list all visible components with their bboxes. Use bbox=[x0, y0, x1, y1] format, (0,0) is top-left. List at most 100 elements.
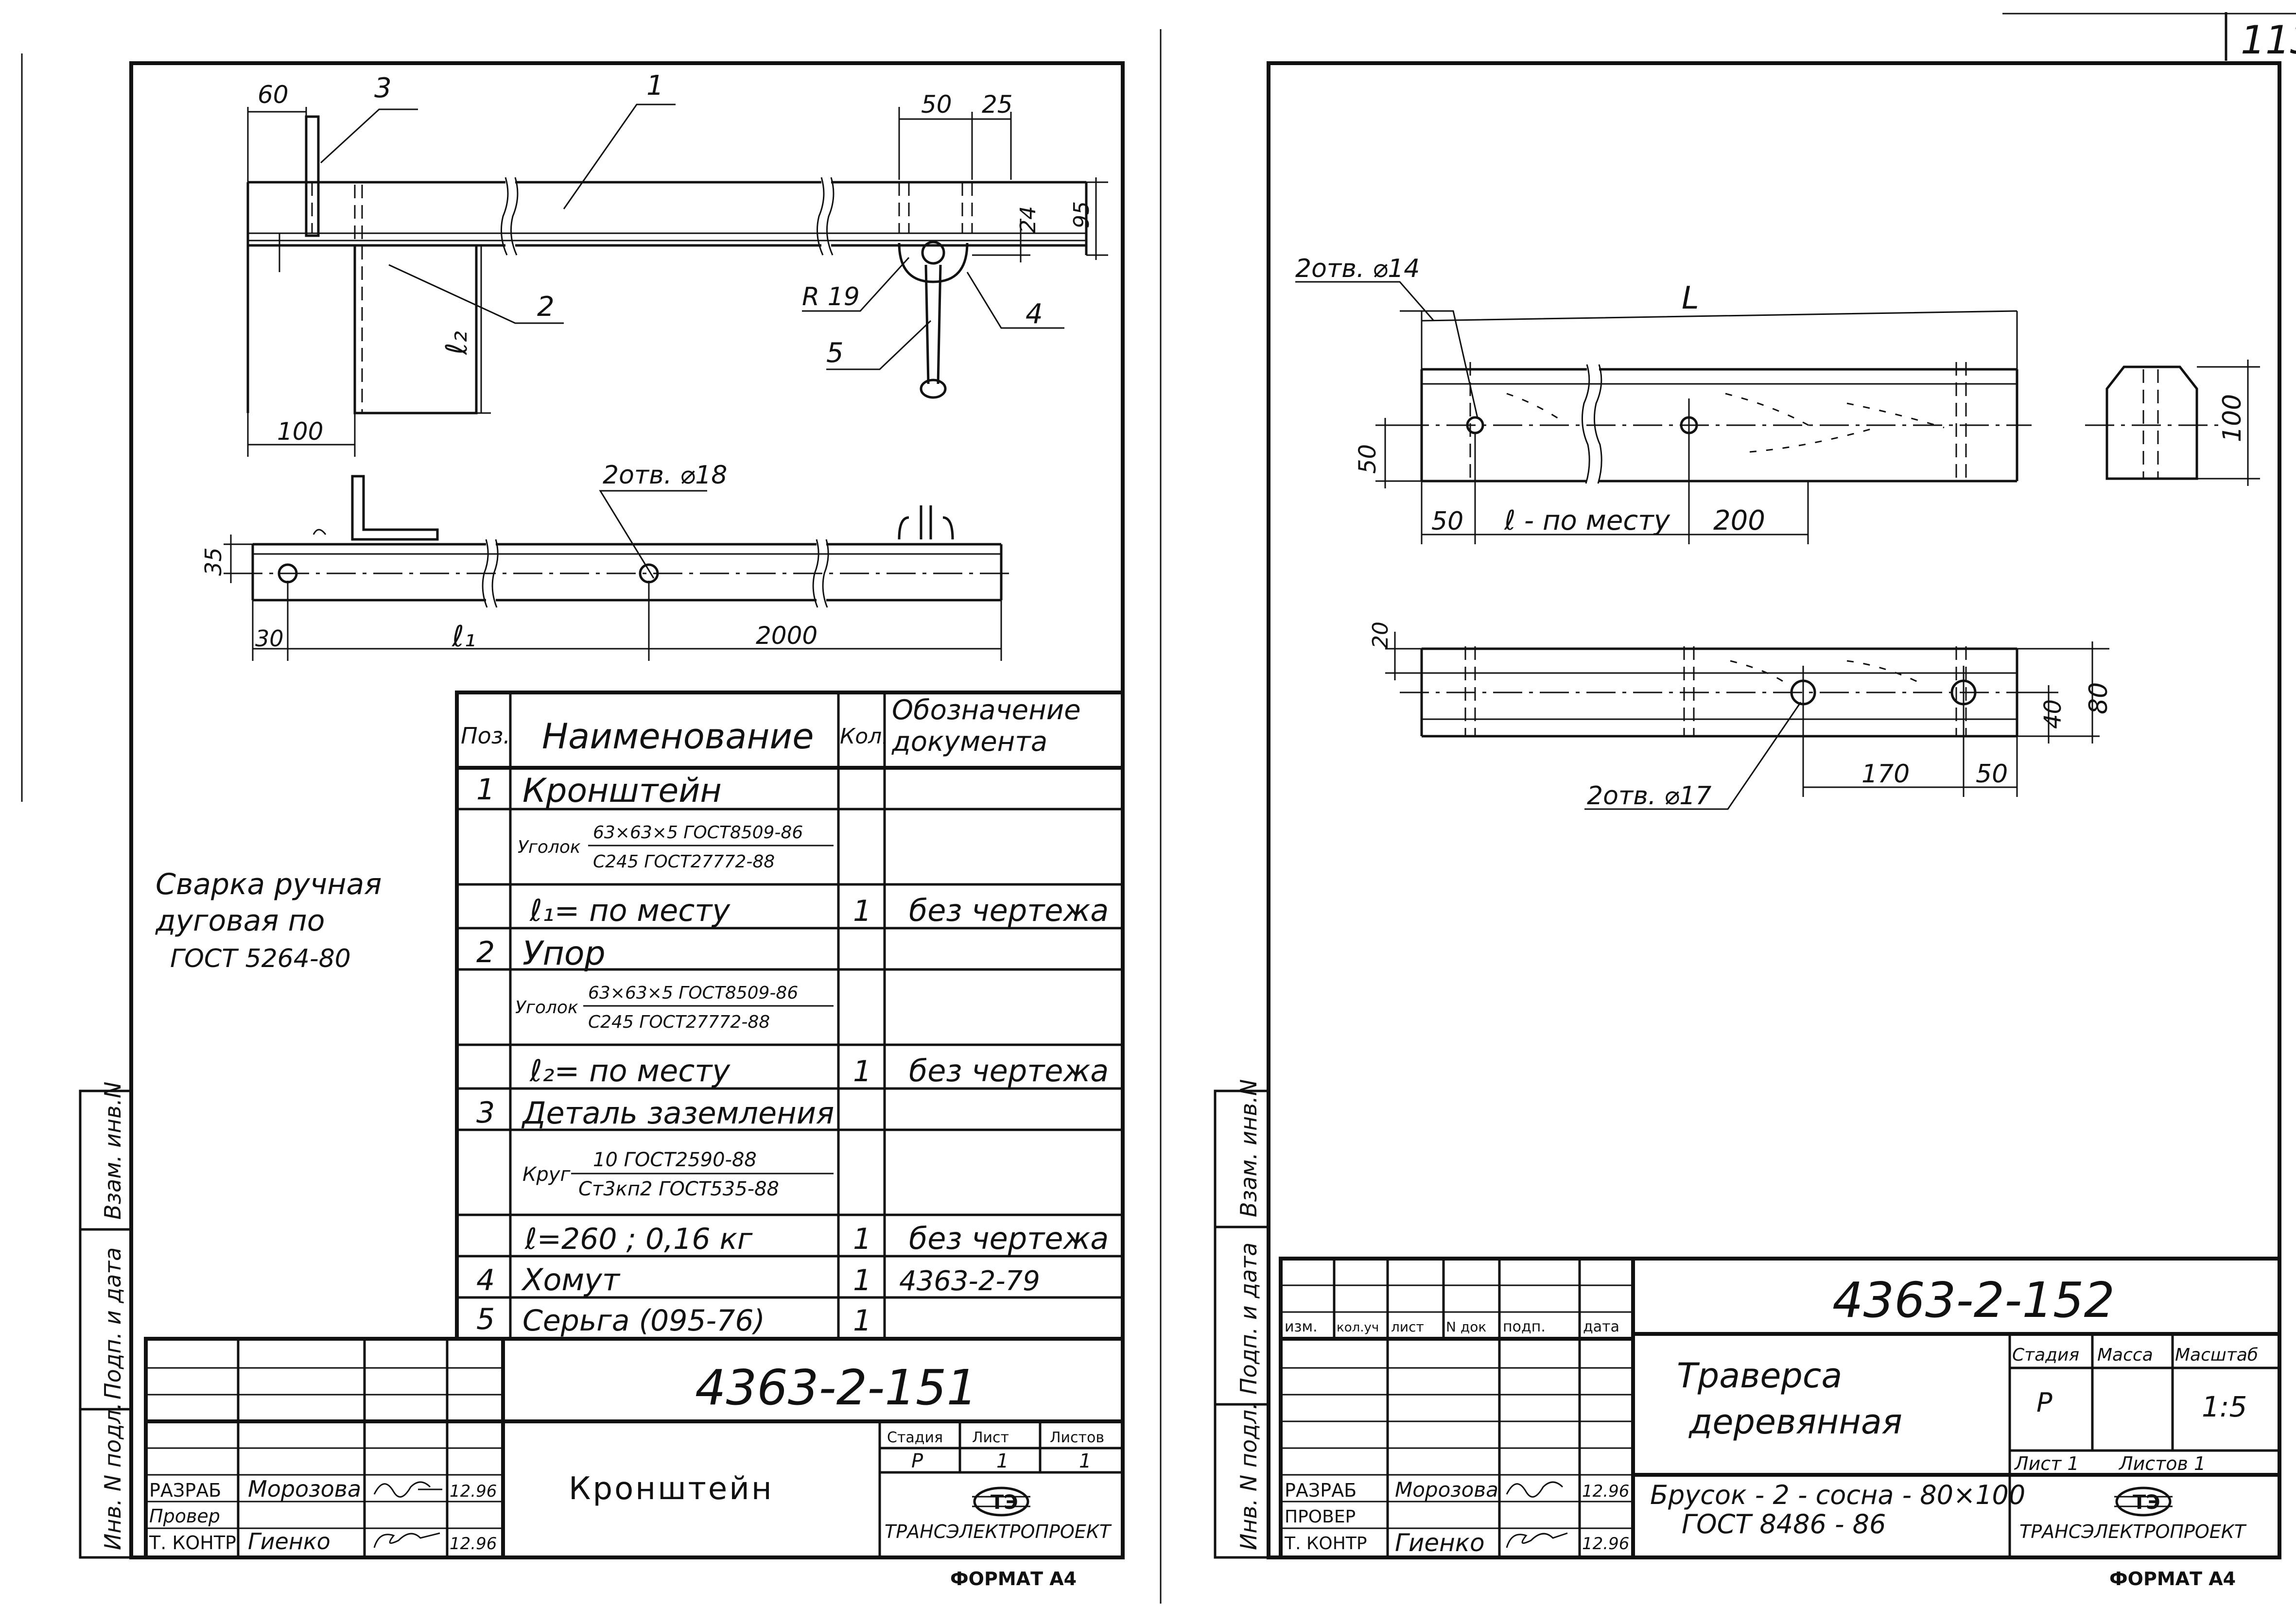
spec-row-3-qty: 1 bbox=[853, 894, 871, 928]
spec-row-11-pos: 5 bbox=[476, 1302, 495, 1336]
left-side-label-2: Подп. и дата bbox=[100, 1247, 126, 1400]
spec-row-5-name: Уголок bbox=[515, 998, 578, 1018]
right-col-data: дата bbox=[1583, 1318, 1619, 1335]
right-stage-value: Р bbox=[2036, 1387, 2052, 1418]
right-signature-3 bbox=[1506, 1532, 1568, 1548]
spec-row-10-doc: 4363-2-79 bbox=[899, 1265, 1040, 1297]
spec-row-2-frac-bottom: С245 ГОСТ27772-88 bbox=[593, 852, 775, 872]
welding-note-line-1: Сварка ручная bbox=[156, 867, 382, 901]
right-sheets-text: Листов 1 bbox=[2118, 1453, 2206, 1474]
right-signature-1 bbox=[1506, 1481, 1564, 1498]
left-stage-value: Р bbox=[911, 1450, 923, 1472]
welding-note-line-2: дуговая по bbox=[155, 904, 325, 938]
dim-50-v: 50 bbox=[1354, 444, 1381, 474]
left-title-block: РАЗРАБ Морозова 12.96 Провер Т. КОНТР Ги… bbox=[144, 1337, 1125, 1559]
page-number-corner: 113 bbox=[2241, 17, 2296, 63]
hole-label-d18: 2отв. ⌀18 bbox=[603, 461, 727, 490]
right-mass-label: Масса bbox=[2097, 1345, 2153, 1365]
spec-row-6-doc: без чертежа bbox=[909, 1053, 1109, 1089]
left-date-3: 12.96 bbox=[450, 1534, 497, 1554]
spec-row-10-qty: 1 bbox=[853, 1263, 871, 1297]
right-title-block: изм. кол.уч лист N док подп. дата РАЗРАБ… bbox=[1279, 1257, 2281, 1559]
left-role-2: Провер bbox=[149, 1505, 220, 1527]
spec-row-2-frac-top: 63×63×5 ГОСТ8509-86 bbox=[593, 823, 803, 843]
right-side-strip bbox=[1214, 1089, 1270, 1559]
spec-row-8-frac-bottom: Ст3кп2 ГОСТ535-88 bbox=[578, 1178, 779, 1200]
dim-50-h: 50 bbox=[1431, 507, 1463, 536]
right-scale-label: Масштаб bbox=[2175, 1345, 2258, 1365]
right-sheet-text: Лист 1 bbox=[2014, 1453, 2079, 1474]
traverse-top-view: 2отв. ⌀14 L 50 50 ℓ - по месту 200 bbox=[1295, 254, 2032, 544]
spec-row-4-name: Упор bbox=[522, 934, 606, 973]
right-col-kol: кол.уч bbox=[1337, 1320, 1379, 1335]
right-role-2: ПРОВЕР bbox=[1285, 1507, 1356, 1527]
pos-label-4: 4 bbox=[1026, 298, 1043, 330]
left-name-1: Морозова bbox=[248, 1476, 361, 1502]
right-col-ndok: N док bbox=[1446, 1319, 1486, 1335]
dim-r19: R 19 bbox=[802, 282, 860, 311]
welding-note-line-3: ГОСТ 5264-80 bbox=[170, 944, 351, 973]
left-side-label-1: Взам. инв.N bbox=[100, 1082, 126, 1220]
left-format-label: ФОРМАТ А4 bbox=[950, 1568, 1077, 1590]
left-name-3: Гиенко bbox=[248, 1528, 330, 1555]
bracket-side-view: 2отв. ⌀18 35 30 ℓ₁ 2000 bbox=[200, 461, 1011, 661]
left-sheet-value: 1 bbox=[996, 1450, 1009, 1472]
dim-50: 50 bbox=[921, 90, 952, 119]
svg-text:ТЭ: ТЭ bbox=[991, 1491, 1018, 1514]
spec-row-9-name: ℓ=260 ; 0,16 кг bbox=[524, 1222, 753, 1256]
spec-row-5-frac-bottom: С245 ГОСТ27772-88 bbox=[588, 1012, 770, 1032]
spec-header-name: Наименование bbox=[542, 716, 814, 757]
welding-note: Сварка ручная дуговая по ГОСТ 5264-80 bbox=[155, 867, 382, 973]
dim-24: 24 bbox=[1016, 206, 1041, 233]
left-role-3: Т. КОНТР bbox=[149, 1532, 236, 1554]
dim-60: 60 bbox=[258, 81, 289, 109]
right-date-3: 12.96 bbox=[1582, 1534, 1629, 1554]
left-drawing-title: Кронштейн bbox=[569, 1471, 774, 1507]
dim-80: 80 bbox=[2084, 682, 2113, 714]
hole-label-d14: 2отв. ⌀14 bbox=[1295, 254, 1420, 283]
spec-header-doc-1: Обозначение bbox=[892, 694, 1081, 726]
spec-row-3-name: ℓ₁= по месту bbox=[529, 893, 731, 928]
left-side-strip bbox=[79, 1089, 133, 1559]
traverse-section-view: 100 bbox=[2085, 360, 2260, 486]
left-sheet-label: Лист bbox=[972, 1429, 1009, 1446]
pos-label-5: 5 bbox=[826, 337, 844, 369]
dim-100-section: 100 bbox=[2218, 394, 2247, 442]
left-signature-1 bbox=[373, 1481, 442, 1498]
right-side-label-1: Взам. инв.N bbox=[1235, 1079, 1262, 1217]
dim-170: 170 bbox=[1861, 760, 1910, 789]
spec-header-qty: Кол. bbox=[840, 724, 888, 749]
spec-row-6-qty: 1 bbox=[853, 1054, 871, 1089]
left-org-name: ТРАНСЭЛЕКТРОПРОЕКТ bbox=[885, 1521, 1112, 1542]
dim-L: L bbox=[1682, 280, 1699, 316]
dim-20: 20 bbox=[1368, 622, 1393, 649]
right-col-list: лист bbox=[1391, 1319, 1424, 1335]
left-org-logo-icon: ТЭ bbox=[972, 1486, 1030, 1517]
right-name-3: Гиенко bbox=[1395, 1529, 1485, 1557]
dim-l1: ℓ₁ bbox=[452, 620, 476, 654]
right-col-izm: изм. bbox=[1285, 1318, 1318, 1335]
spec-row-1-name: Кронштейн bbox=[522, 772, 722, 810]
spec-row-10-name: Хомут bbox=[521, 1262, 621, 1297]
left-role-1: РАЗРАБ bbox=[149, 1480, 221, 1501]
specification-table: Поз. Наименование Кол. Обозначение докум… bbox=[455, 691, 1125, 1341]
spec-row-11-name: Серьга (095-76) bbox=[522, 1304, 765, 1338]
spec-header-doc-2: документа bbox=[891, 726, 1047, 758]
right-format-label: ФОРМАТ А4 bbox=[2109, 1568, 2236, 1590]
spec-row-7-name: Деталь заземления bbox=[521, 1095, 834, 1131]
dim-25: 25 bbox=[982, 90, 1013, 119]
right-material-1: Брусок - 2 - сосна - 80×100 bbox=[1650, 1480, 2025, 1510]
dim-2000: 2000 bbox=[756, 622, 818, 650]
right-role-1: РАЗРАБ bbox=[1285, 1480, 1357, 1501]
spec-header-pos: Поз. bbox=[461, 723, 510, 749]
spec-row-1-pos: 1 bbox=[476, 773, 495, 807]
traverse-side-view: 20 40 80 2отв. ⌀17 170 50 bbox=[1368, 622, 2113, 811]
left-doc-number: 4363-2-151 bbox=[695, 1359, 977, 1416]
spec-row-9-doc: без чертежа bbox=[909, 1221, 1109, 1256]
right-sheet: Взам. инв.N Подп. и дата Инв. N подл. 2о… bbox=[1214, 61, 2281, 1590]
dim-200: 200 bbox=[1713, 505, 1765, 536]
right-role-3: Т. КОНТР bbox=[1284, 1534, 1367, 1554]
spec-row-8-name: Круг bbox=[522, 1163, 571, 1186]
spec-row-10-pos: 4 bbox=[476, 1263, 495, 1297]
